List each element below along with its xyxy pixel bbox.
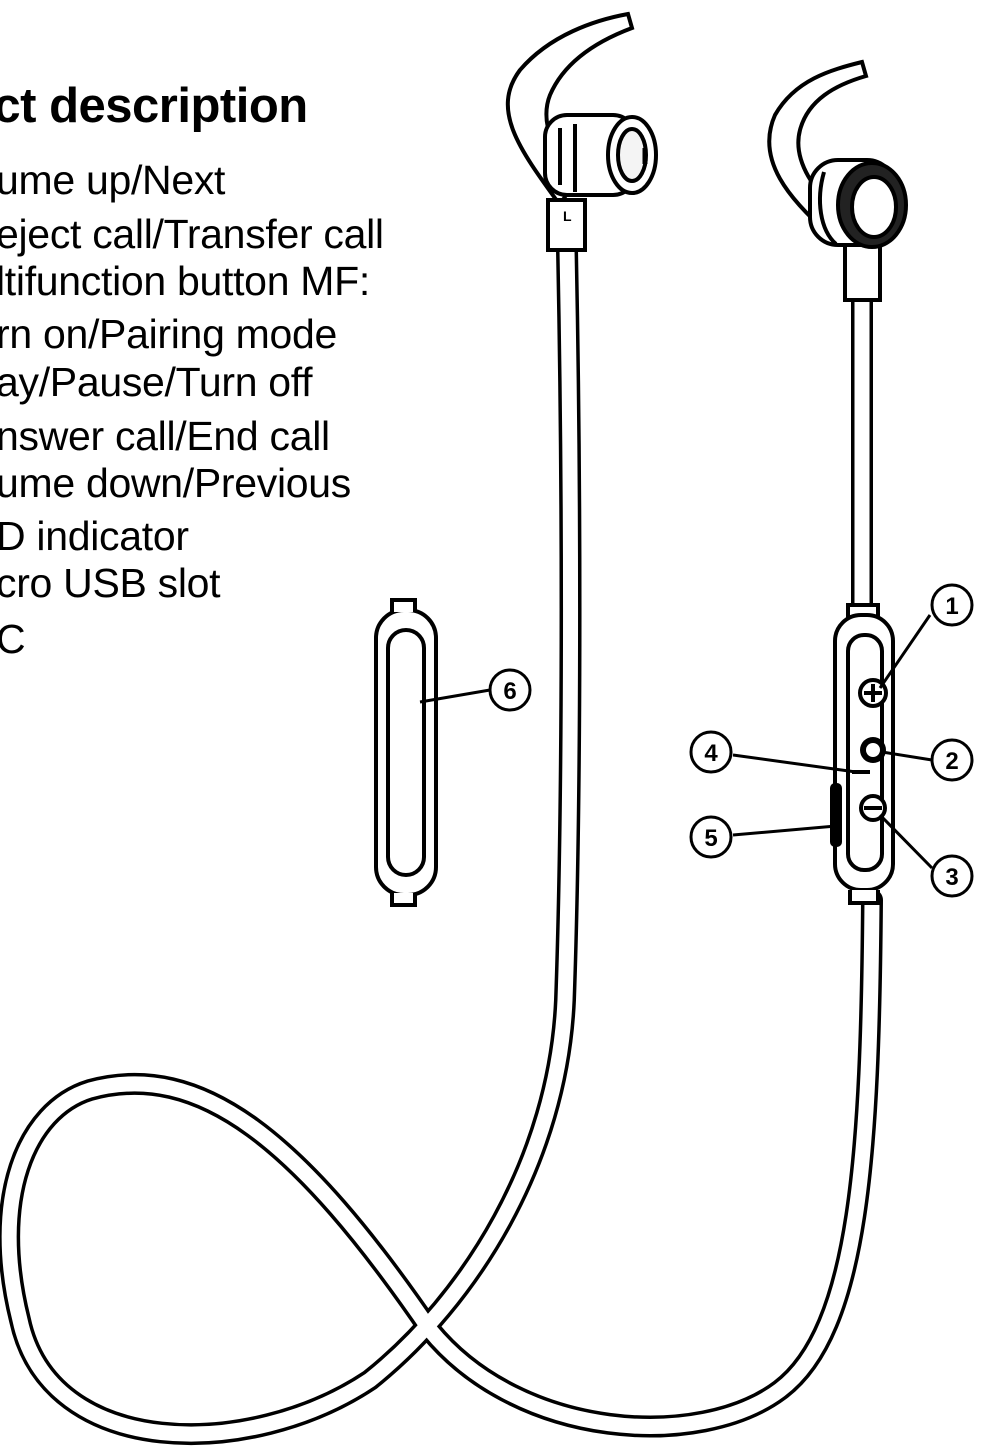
callout-6-label: 6 <box>503 678 516 705</box>
callout-6: 6 <box>488 668 532 712</box>
description-item-answer-call: nswer call/End call <box>0 413 330 459</box>
left-earbud-mark: L <box>563 208 572 224</box>
description-item-volume-up: ume up/Next <box>0 157 226 203</box>
callout-1: 1 <box>930 583 974 627</box>
callout-3-label: 3 <box>945 864 958 891</box>
neck-cable <box>0 239 883 1446</box>
description-item-multifunction: ltifunction button MF: <box>0 258 370 304</box>
right-earbud <box>767 59 908 302</box>
description-item-usb-slot: cro USB slot <box>0 560 221 606</box>
description-item-reject-call: eject call/Transfer call <box>0 211 384 257</box>
left-earbud: L <box>505 11 658 252</box>
description-item-mic: C <box>0 616 26 662</box>
product-description-title: uct description <box>0 79 308 133</box>
callout-4: 4 <box>689 730 733 774</box>
description-item-turn-on: rn on/Pairing mode <box>0 311 338 357</box>
multifunction-button[interactable] <box>860 737 886 763</box>
volume-down-button[interactable] <box>859 794 887 822</box>
battery-module <box>374 598 438 907</box>
callout-1-label: 1 <box>945 593 958 620</box>
callout-3: 3 <box>930 854 974 898</box>
leader-lines <box>419 614 934 870</box>
callout-4-label: 4 <box>704 740 718 767</box>
callout-2: 2 <box>930 738 974 782</box>
led-indicator <box>852 770 870 774</box>
description-item-led-indicator: D indicator <box>0 513 189 559</box>
description-item-play-pause: ay/Pause/Turn off <box>0 359 313 405</box>
description-item-volume-down: ume down/Previous <box>0 460 351 506</box>
callout-5: 5 <box>689 815 733 859</box>
callout-5-label: 5 <box>704 825 717 852</box>
callout-2-label: 2 <box>945 748 958 775</box>
